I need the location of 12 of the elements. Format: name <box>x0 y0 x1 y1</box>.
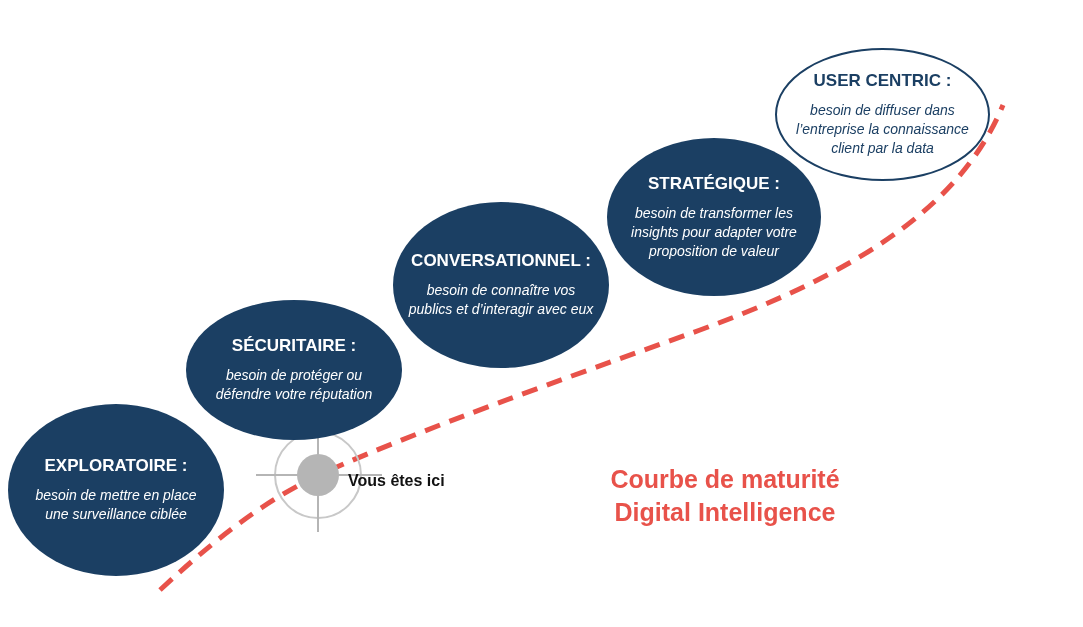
stage-heading: EXPLORATOIRE : <box>44 456 188 476</box>
stage-heading: SÉCURITAIRE : <box>231 336 357 356</box>
stage-description: besoin de mettre en place une surveillance ciblée <box>34 486 198 524</box>
stage-description: besoin de diffuser dans l’entreprise la connaissance client par la data <box>795 101 970 158</box>
stage-heading: CONVERSATIONNEL : <box>411 251 591 271</box>
stage-heading: USER CENTRIC : <box>813 71 952 91</box>
stage-description: besoin de connaître vos publics et d’interagir avec eux <box>407 281 595 319</box>
location-label: Vous êtes ici <box>348 472 445 490</box>
stage-heading: STRATÉGIQUE : <box>648 173 780 194</box>
chart-title: Courbe de maturité Digital Intelligence <box>609 464 841 528</box>
stage-description: besoin de protéger ou défendre votre réputation <box>214 366 374 404</box>
stage-description: besoin de transformer les insights pour adapter votre proposition de valeur <box>630 203 798 261</box>
